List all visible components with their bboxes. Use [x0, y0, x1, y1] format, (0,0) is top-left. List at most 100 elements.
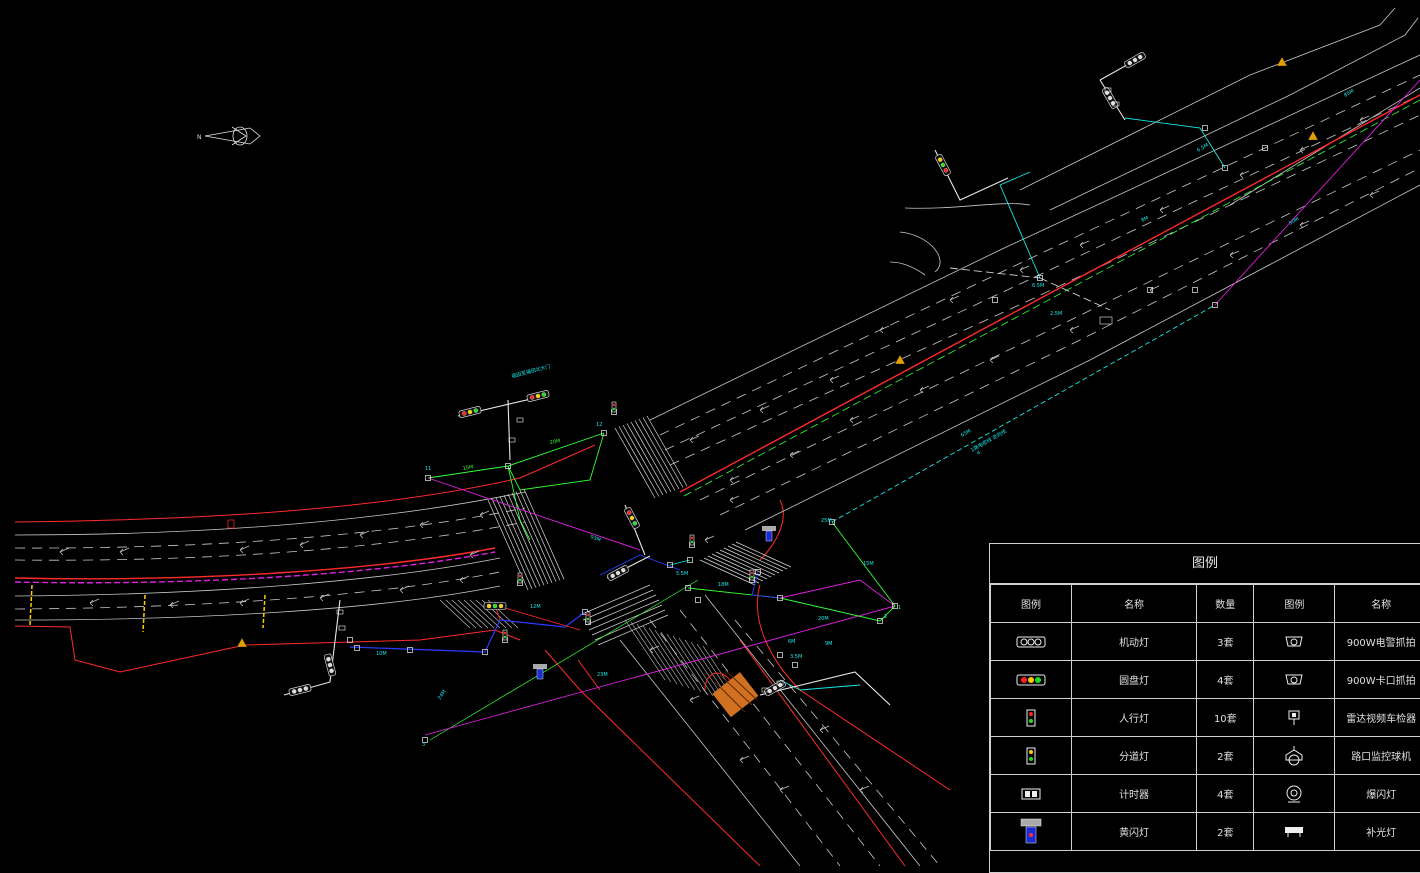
fill-light-icon [1254, 813, 1335, 851]
flash-lamp-icon [1254, 775, 1335, 813]
solar-yellow-flash-icon [991, 813, 1072, 851]
crosswalk-stripe [736, 542, 791, 567]
legend-panel: 图例 图例 名称 数量 图例 名称 机动灯 3套 900W电警抓拍 圆盘灯 4套 [989, 543, 1420, 873]
distance-label: 3.5M [790, 654, 802, 660]
distance-label: 3 [422, 742, 425, 748]
lane-arrow [950, 296, 959, 303]
legend-row: 圆盘灯 4套 900W卡口抓拍 [991, 661, 1420, 699]
crosswalk-stripe [716, 552, 771, 577]
dome-camera-icon [1254, 661, 1335, 699]
dome-camera-icon [1254, 623, 1335, 661]
lane-arrow [920, 386, 929, 393]
north-arrow-icon: N [197, 127, 260, 145]
crosswalk-stripe [496, 498, 536, 588]
lane-arrow [1160, 206, 1169, 213]
device-marker [993, 298, 998, 303]
lane-arrow [705, 536, 714, 543]
traffic-signal-horizontal-icon [991, 623, 1072, 661]
yellow-markings [30, 585, 265, 632]
distance-label: 6.5M [1032, 283, 1044, 289]
solar-flash-units [533, 526, 776, 679]
pedestrian-signal [518, 573, 522, 583]
legend-header-icon-2: 图例 [1254, 585, 1335, 623]
device-marker [696, 598, 701, 603]
legend-name: 人行灯 [1072, 699, 1197, 737]
lane-arrow [1150, 286, 1159, 293]
legend-name: 圆盘灯 [1072, 661, 1197, 699]
legend-header-qty: 数量 [1197, 585, 1254, 623]
medians [15, 95, 1420, 583]
lane-arrow [730, 496, 739, 503]
crosswalk-stripe [615, 428, 655, 498]
legend-row: 黄闪灯 2套 补光灯 [991, 813, 1420, 851]
crosswalk-stripe [520, 490, 560, 580]
legend-name-right: 雷达视频车检器 [1335, 699, 1420, 737]
legend-name: 黄闪灯 [1072, 813, 1197, 851]
device-marker [793, 663, 798, 668]
crosswalk-stripe [524, 489, 564, 579]
distance-label: 20M [549, 438, 561, 446]
crosswalk-stripe [643, 418, 683, 488]
lane-arrow [830, 376, 839, 383]
distance-label: 12 [596, 422, 602, 428]
crosswalk-stripe [619, 427, 659, 497]
legend-name: 机动灯 [1072, 623, 1197, 661]
crosswalk-stripe [724, 548, 779, 573]
distance-label: 18M [718, 582, 729, 588]
hatch-line [440, 600, 470, 628]
legend-header-row: 图例 名称 数量 图例 名称 [991, 585, 1420, 623]
legend-qty: 2套 [1197, 737, 1254, 775]
pedestrian-signal [503, 630, 507, 640]
lane-arrow [1240, 171, 1249, 178]
distance-label: 15M [462, 464, 474, 472]
ptz-camera-icon [1254, 737, 1335, 775]
cabinet [228, 520, 234, 528]
traffic-signal-head [526, 390, 549, 402]
distance-label: 5.5M [676, 571, 688, 577]
traffic-signal-head [624, 507, 641, 530]
traffic-signal-head [288, 684, 311, 696]
lane-arrow [460, 576, 469, 583]
lane-arrow [480, 511, 489, 518]
lane-arrow [780, 786, 789, 793]
hatch-line [446, 600, 476, 628]
device-marker [408, 648, 413, 653]
crosswalk-stripe [720, 550, 775, 575]
north-label: N [197, 134, 202, 141]
lane-arrow [760, 406, 769, 413]
crosswalks [488, 416, 791, 645]
legend-row: 分道灯 2套 路口监控球机 [991, 737, 1420, 775]
hatch-areas [440, 600, 743, 706]
distance-label: 65M [960, 428, 972, 439]
traffic-signal-head [607, 565, 630, 582]
lane-arrow [690, 696, 699, 703]
legend-qty: 4套 [1197, 661, 1254, 699]
crosswalk-stripe [583, 590, 653, 620]
lane-arrow [650, 646, 659, 653]
device-marker [778, 653, 783, 658]
crosswalk-stripe [627, 424, 667, 494]
legend-name-right: 900W卡口抓拍 [1335, 661, 1420, 699]
legend-header-icon: 图例 [991, 585, 1072, 623]
lane-arrow [240, 546, 249, 553]
crosswalk-stripe [586, 595, 656, 625]
legend-name: 分道灯 [1072, 737, 1197, 775]
legend-qty: 4套 [1197, 775, 1254, 813]
device-marker [1193, 288, 1198, 293]
legend-qty: 2套 [1197, 813, 1254, 851]
distance-label: 50M [1288, 216, 1300, 227]
crosswalk-stripe [647, 416, 687, 486]
lane-arrow [690, 436, 699, 443]
traffic-signal-head [1124, 51, 1147, 68]
crosswalk-stripe [512, 493, 552, 583]
distance-label: 1 [898, 605, 901, 611]
crosswalk-stripe [580, 585, 650, 615]
lane-arrow [170, 601, 179, 608]
distance-label: 20M [818, 616, 829, 622]
crosswalk-stripe [516, 492, 556, 582]
legend-table: 图例 名称 数量 图例 名称 机动灯 3套 900W电警抓拍 圆盘灯 4套 [990, 584, 1420, 851]
road-edges [15, 445, 950, 866]
pedestrian-signal [750, 570, 754, 580]
lane-arrow [120, 548, 129, 555]
crosswalk-stripe [732, 544, 787, 569]
